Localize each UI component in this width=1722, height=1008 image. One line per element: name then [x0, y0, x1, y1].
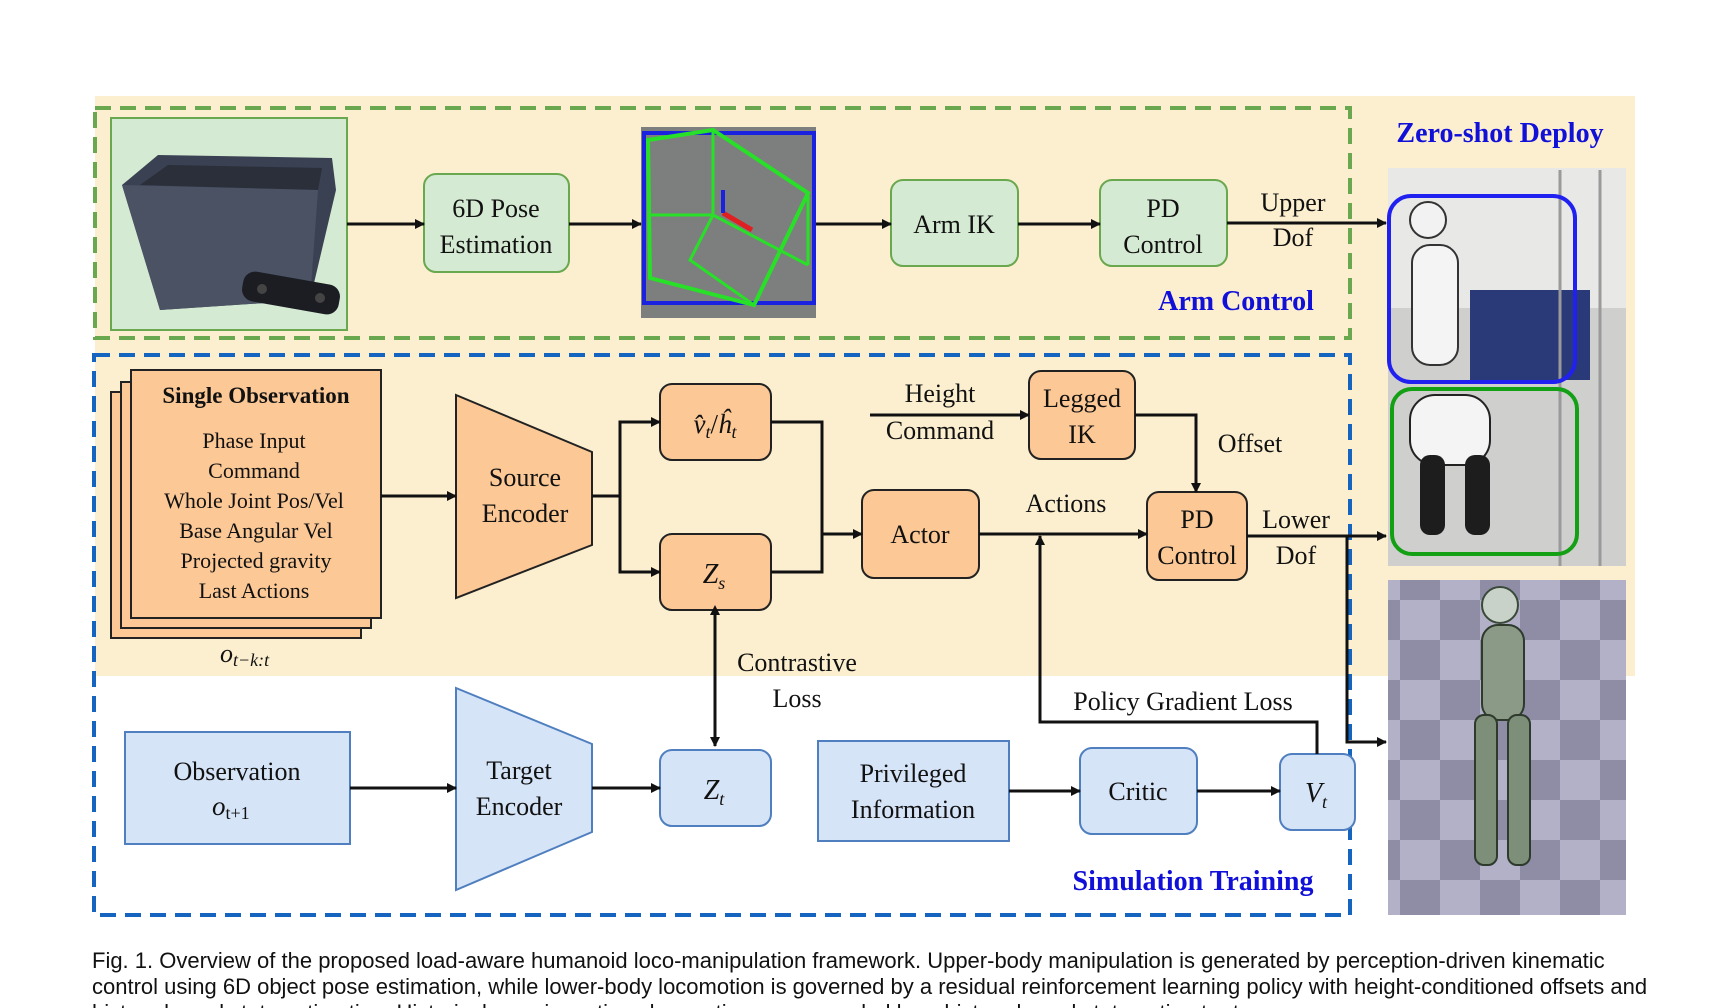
observation-stack — [110, 369, 382, 639]
pose-estimation-label-2: Estimation — [440, 230, 553, 259]
upper-dof-label-2: Dof — [1273, 223, 1314, 252]
target-encoder-label-2: Encoder — [476, 792, 563, 821]
privileged-info-label-2: Information — [851, 795, 975, 824]
pose-estimation-image — [641, 127, 816, 318]
zero-shot-deploy-title: Zero-shot Deploy — [1396, 118, 1603, 149]
next-observation-label: Observation — [173, 757, 300, 786]
arm-ik-label: Arm IK — [913, 210, 995, 239]
velocity-height-label: v̂t/ĥt — [693, 408, 737, 442]
legged-ik-label-2: IK — [1068, 420, 1096, 449]
source-encoder-label-2: Encoder — [482, 499, 569, 528]
real-robot-photo — [1387, 168, 1626, 566]
offset-label: Offset — [1218, 429, 1283, 458]
obs-item-gravity: Projected gravity — [181, 548, 332, 573]
privileged-info-box — [817, 740, 1010, 842]
privileged-info-label-1: Privileged — [860, 759, 967, 788]
arm-control-region — [93, 106, 1352, 340]
source-encoder-shape — [455, 393, 593, 600]
critic-label: Critic — [1108, 777, 1167, 806]
crate-camera-image — [110, 117, 348, 331]
actions-label: Actions — [1026, 489, 1107, 518]
arm-pd-label-2: Control — [1123, 230, 1202, 259]
arm-control-title: Arm Control — [1158, 286, 1314, 317]
lower-dof-label-2: Dof — [1276, 541, 1317, 570]
obs-item-actions: Last Actions — [199, 578, 310, 603]
next-observation-box — [124, 731, 351, 845]
target-encoder-label-1: Target — [486, 756, 552, 785]
arm-arrows — [347, 218, 1387, 229]
zs-label: Zs — [703, 559, 726, 593]
lower-pd-label-1: PD — [1180, 505, 1213, 534]
actor-label: Actor — [890, 520, 950, 549]
simulation-training-region — [92, 353, 1352, 917]
obs-item-angular: Base Angular Vel — [179, 518, 333, 543]
arm-pd-label-1: PD — [1146, 194, 1179, 223]
height-command-label-2: Command — [886, 416, 994, 445]
contrastive-loss-label-1: Contrastive — [737, 648, 857, 677]
contrastive-loss-label-2: Loss — [772, 684, 821, 713]
source-encoder-label-1: Source — [489, 463, 561, 492]
pose-estimation-label-1: 6D Pose — [452, 194, 539, 223]
next-observation-symbol: ot+1 — [212, 791, 250, 823]
target-encoder-shape — [455, 686, 593, 892]
obs-item-phase: Phase Input — [202, 428, 305, 453]
simulation-training-title: Simulation Training — [1073, 866, 1314, 897]
lower-pd-label-2: Control — [1157, 541, 1236, 570]
single-observation-title: Single Observation — [162, 383, 349, 408]
policy-arrows — [350, 410, 1387, 796]
upper-dof-label-1: Upper — [1261, 188, 1326, 217]
obs-item-joint: Whole Joint Pos/Vel — [164, 488, 344, 513]
policy-gradient-loss-label: Policy Gradient Loss — [1073, 687, 1293, 716]
figure-caption: Fig. 1. Overview of the proposed load-aw… — [92, 948, 1648, 1008]
vt-label: Vt — [1305, 778, 1328, 812]
simulation-robot-render — [1388, 580, 1626, 915]
obs-history-label: ot−k:t — [220, 639, 270, 670]
zt-label: Zt — [704, 775, 726, 809]
height-command-label-1: Height — [905, 379, 977, 408]
lower-dof-label-1: Lower — [1262, 505, 1330, 534]
obs-item-command: Command — [208, 458, 300, 483]
legged-ik-label-1: Legged — [1043, 384, 1121, 413]
